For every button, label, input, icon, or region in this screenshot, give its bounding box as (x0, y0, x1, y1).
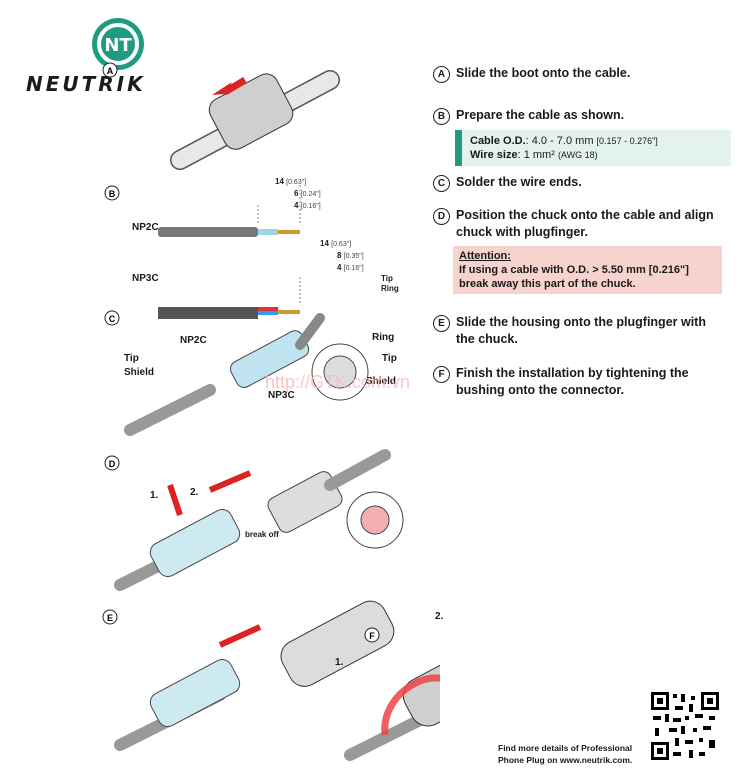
step-b-illustration: B (105, 185, 300, 315)
attention-title: Attention: (459, 249, 716, 263)
step-f: F Finish the installation by tightening … (433, 365, 723, 399)
step-d-illustration: D (105, 455, 403, 585)
step-c-marker: C (433, 175, 450, 192)
step-c-shield-label: Shield (124, 367, 154, 378)
step-f-2-label: 2. (435, 611, 443, 622)
cable-spec-box: Cable O.D.: 4.0 - 7.0 mm [0.157 - 0.276"… (455, 130, 731, 166)
np3c-dim-8: 8 [0.35"] (337, 251, 364, 260)
step-a: A Slide the boot onto the cable. (433, 65, 733, 83)
np3c-dim-14: 14 [0.63"] (320, 239, 351, 248)
step-d-marker: D (433, 208, 450, 225)
np2c-dim-6: 6 [0.24"] (294, 189, 321, 198)
step-c-np2c-label: NP2C (180, 335, 207, 346)
assembly-illustrations: A B C D (100, 60, 440, 772)
np2c-dim-4: 4 [0.16"] (294, 201, 321, 210)
wire-size-row: Wire size: 1 mm² (AWG 18) (470, 148, 723, 162)
svg-text:C: C (109, 314, 116, 324)
svg-text:E: E (107, 613, 113, 623)
step-e-illustration: E (103, 596, 399, 745)
qr-code (649, 690, 721, 762)
step-c-np3c-tip-label: Tip (382, 353, 397, 364)
attention-box: Attention: If using a cable with O.D. > … (453, 246, 722, 294)
step-f-marker: F (433, 366, 450, 383)
step-e-marker: E (433, 315, 450, 332)
step-a-illustration: A (103, 63, 330, 160)
np2c-dim-14: 14 [0.63"] (275, 177, 306, 186)
svg-text:B: B (109, 189, 116, 199)
step-e-text: Slide the housing onto the plugfinger wi… (456, 314, 723, 348)
svg-text:NT: NT (104, 35, 132, 56)
svg-text:F: F (369, 631, 375, 641)
watermark: http://GTK.com.vn (265, 372, 410, 393)
attention-text: If using a cable with O.D. > 5.50 mm [0.… (459, 263, 716, 291)
np3c-label: NP3C (132, 273, 159, 284)
step-c-text: Solder the wire ends. (456, 174, 582, 191)
svg-text:A: A (107, 66, 114, 76)
step-f-text: Finish the installation by tightening th… (456, 365, 723, 399)
np3c-ring-label: Ring (381, 284, 399, 293)
cable-od-row: Cable O.D.: 4.0 - 7.0 mm [0.157 - 0.276"… (470, 134, 723, 148)
footer-text: Find more details of Professional Phone … (498, 742, 643, 766)
step-b-text: Prepare the cable as shown. (456, 107, 624, 124)
step-d-1-label: 1. (150, 490, 158, 501)
np3c-tip-label: Tip (381, 274, 393, 283)
step-c: C Solder the wire ends. (433, 174, 733, 192)
step-f-1-label: 1. (335, 657, 343, 668)
step-a-text: Slide the boot onto the cable. (456, 65, 630, 82)
step-b: B Prepare the cable as shown. (433, 107, 733, 125)
svg-text:D: D (109, 459, 116, 469)
step-a-marker: A (433, 66, 450, 83)
break-off-label: break off (245, 530, 279, 539)
step-c-ring-label: Ring (372, 332, 394, 343)
np3c-dim-4: 4 [0.16"] (337, 263, 364, 272)
step-d-2-label: 2. (190, 487, 198, 498)
np2c-label: NP2C (132, 222, 159, 233)
step-e: E Slide the housing onto the plugfinger … (433, 314, 723, 348)
step-d-text: Position the chuck onto the cable and al… (456, 207, 718, 241)
step-b-marker: B (433, 108, 450, 125)
step-c-tip-label: Tip (124, 353, 139, 364)
step-d: D Position the chuck onto the cable and … (433, 207, 718, 241)
